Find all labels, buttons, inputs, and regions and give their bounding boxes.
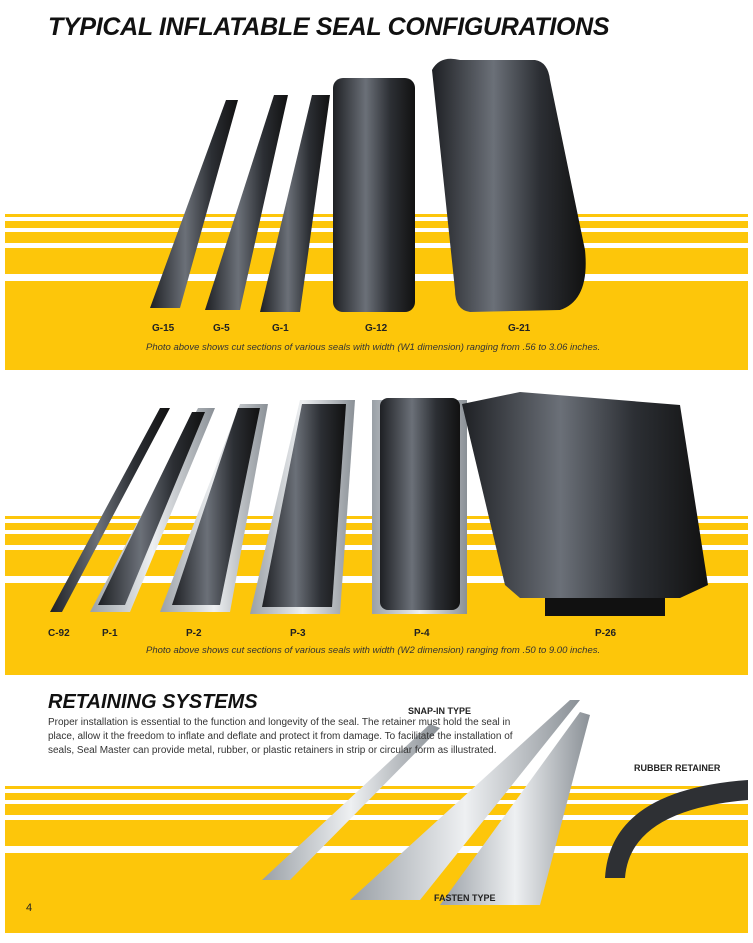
seal-label: C-92 <box>48 628 70 639</box>
seal-label: G-5 <box>213 323 230 334</box>
seal-p-3 <box>250 400 355 614</box>
seal-g-1 <box>260 95 330 312</box>
seal-label: P-26 <box>595 628 617 639</box>
seal-p-1 <box>90 408 215 612</box>
seal-g-21 <box>432 58 586 312</box>
page-title: TYPICAL INFLATABLE SEAL CONFIGURATIONS <box>48 13 610 41</box>
rubber-retainer <box>605 780 748 878</box>
seal-label: G-21 <box>508 323 531 334</box>
section-p-caption: Photo above shows cut sections of variou… <box>146 645 601 656</box>
seal-label: P-4 <box>414 628 430 639</box>
snap-in-retainer <box>262 700 590 905</box>
seal-p-2 <box>160 404 268 612</box>
seal-g-12 <box>333 78 415 312</box>
snap-in-label: SNAP-IN TYPE <box>408 706 472 716</box>
rubber-retainer-label: RUBBER RETAINER <box>634 763 721 773</box>
retaining-heading: RETAINING SYSTEMS <box>48 691 258 713</box>
seal-g-5 <box>205 95 288 310</box>
fasten-label: FASTEN TYPE <box>434 893 496 903</box>
section-g-caption: Photo above shows cut sections of variou… <box>146 342 601 353</box>
seal-p-4 <box>372 398 467 614</box>
seal-p-26 <box>462 392 708 616</box>
seal-label: P-1 <box>102 628 118 639</box>
seal-label: P-2 <box>186 628 202 639</box>
seal-label: P-3 <box>290 628 306 639</box>
seal-label: G-15 <box>152 323 175 334</box>
seal-label: G-12 <box>365 323 388 334</box>
seal-c-92 <box>50 408 170 612</box>
seal-label: G-1 <box>272 323 289 334</box>
retaining-body: Proper installation is essential to the … <box>48 717 513 756</box>
page-number: 4 <box>26 902 33 914</box>
seal-g-15 <box>150 100 238 308</box>
